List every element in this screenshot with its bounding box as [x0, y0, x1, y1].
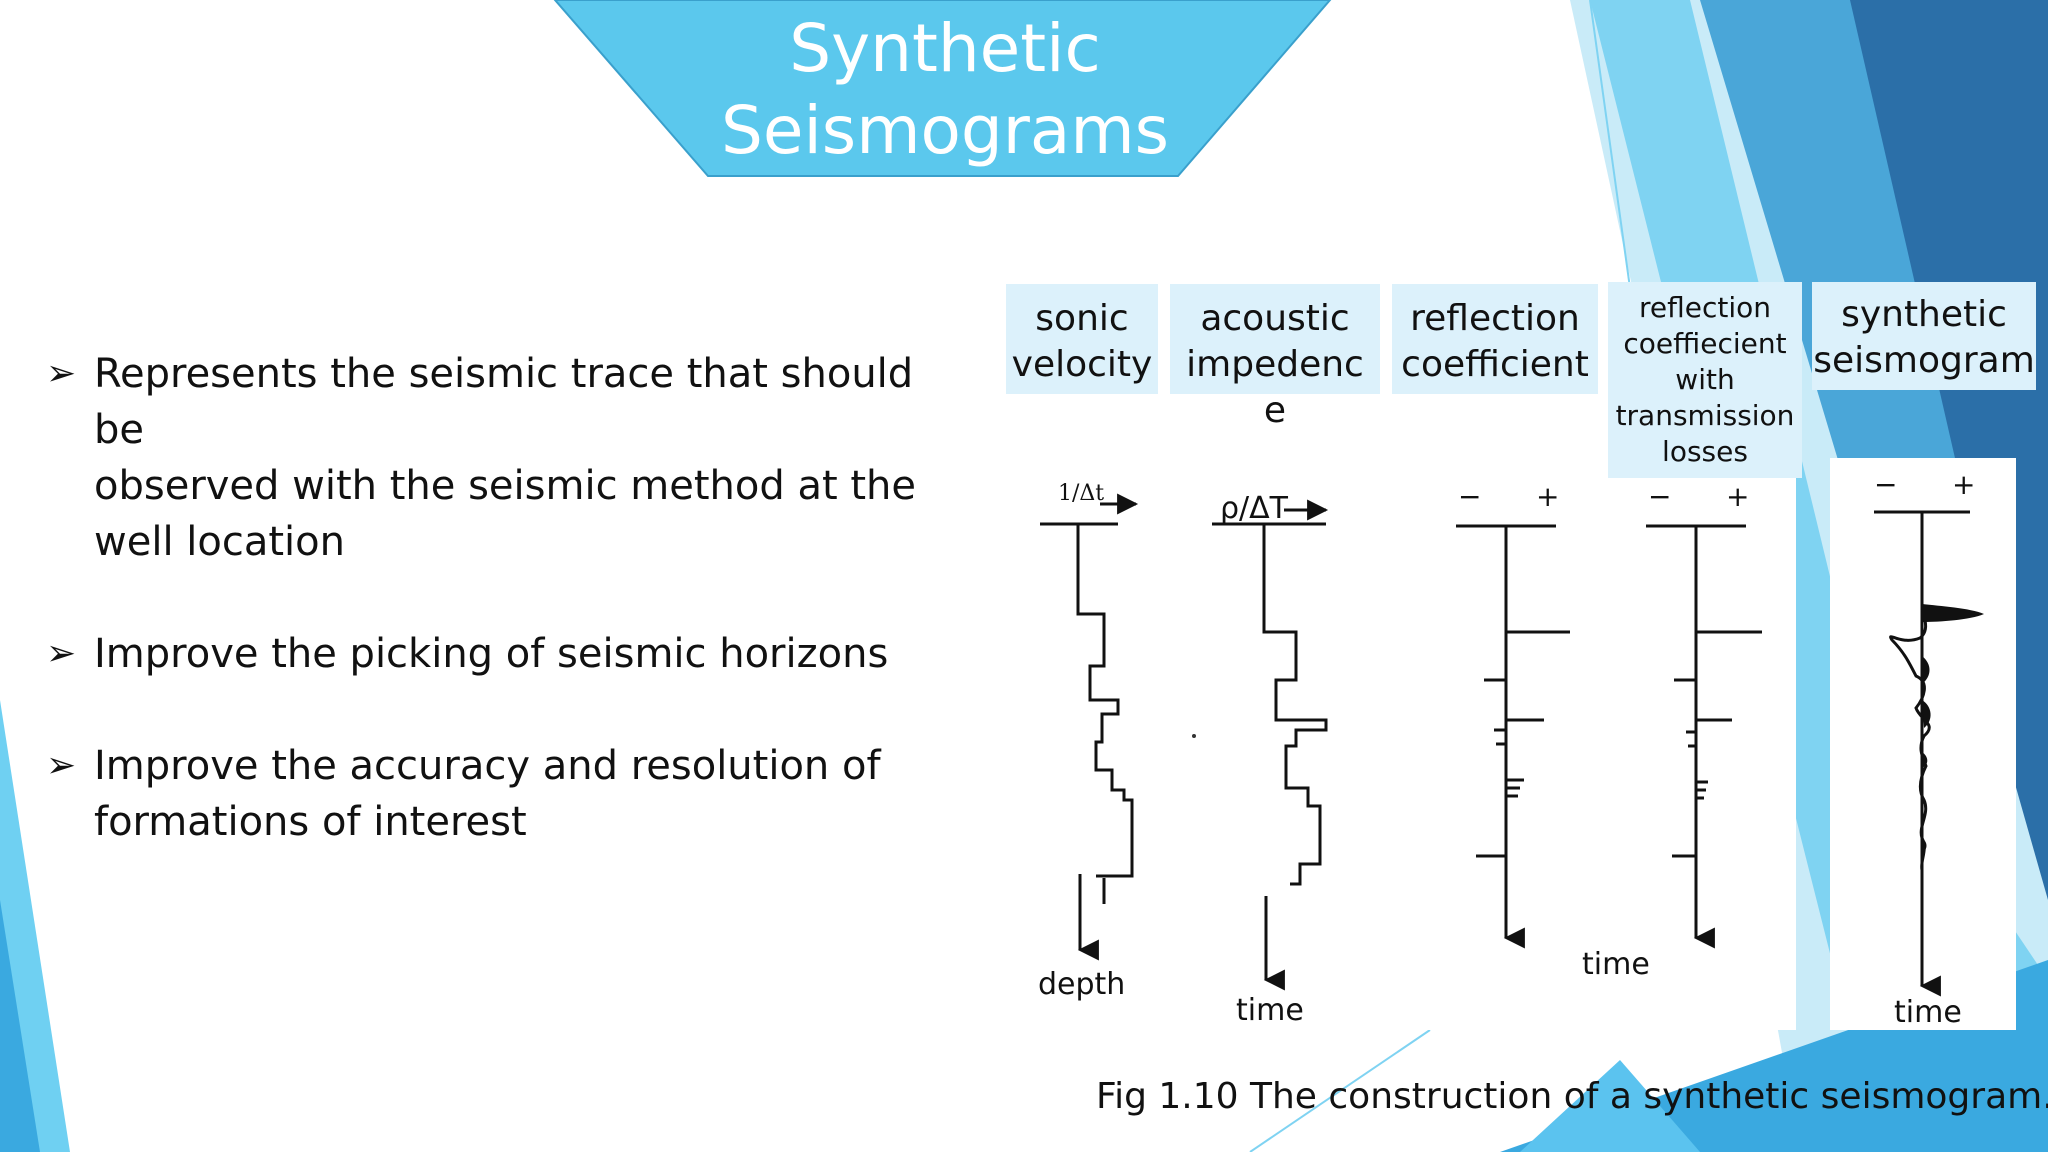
arrow-bullet-icon: ➢ — [46, 633, 77, 674]
bullet-item: ➢ Improve the picking of seismic horizon… — [46, 626, 946, 682]
label-line: coeffiecient — [1623, 327, 1787, 360]
label-line: transmission — [1615, 399, 1795, 432]
label-line: impedenc — [1186, 344, 1364, 385]
column-label-reflection-coefficient: reflection coefficient — [1392, 284, 1598, 394]
seismogram-lobe — [1922, 752, 1928, 768]
plus-sign: + — [1536, 480, 1559, 513]
label-line: acoustic — [1200, 298, 1350, 339]
bullet-list: ➢ Represents the seismic trace that shou… — [46, 346, 946, 906]
label-line: sonic — [1035, 298, 1129, 339]
label-line: velocity — [1011, 344, 1153, 385]
label-line: seismogram — [1813, 340, 2035, 381]
bullet-line: Represents the seismic trace that should… — [94, 351, 914, 453]
impedance-header-label: ρ/ΔT — [1220, 491, 1289, 526]
bullet-line: formations of interest — [94, 799, 527, 845]
title-line-1: Synthetic — [789, 10, 1101, 87]
label-line: with — [1675, 363, 1735, 396]
title-banner — [553, 0, 1332, 177]
figure-caption: Fig 1.10 The construction of a synthetic… — [1096, 1076, 2048, 1117]
page-title: Synthetic Seismograms — [560, 8, 1330, 172]
bullet-item: ➢ Improve the accuracy and resolution of… — [46, 738, 946, 850]
depth-axis-label: depth — [1038, 967, 1125, 1002]
minus-sign: − — [1874, 468, 1897, 501]
minus-sign: − — [1458, 480, 1481, 513]
title-line-2: Seismograms — [720, 92, 1170, 169]
seismogram-lobe — [1922, 838, 1927, 852]
time-axis-label: time — [1894, 995, 1962, 1030]
label-line: e — [1263, 390, 1287, 431]
column-label-reflection-coefficient-transmission: reflection coeffiecient with transmissio… — [1608, 282, 1802, 478]
arrow-bullet-icon: ➢ — [46, 745, 77, 786]
label-line: synthetic — [1841, 294, 2007, 335]
sonic-header-label: 1/Δt — [1058, 481, 1104, 506]
plus-sign: + — [1952, 468, 1975, 501]
label-line: losses — [1662, 435, 1748, 468]
bullet-line: well location — [94, 519, 345, 565]
seismogram-lobe — [1922, 656, 1930, 684]
column-label-synthetic-seismogram: synthetic seismogram — [1812, 282, 2036, 390]
seismogram-lobe — [1922, 604, 1984, 622]
seismogram-lobe — [1922, 700, 1931, 728]
bullet-line: observed with the seismic method at the — [94, 463, 917, 509]
synthetic-seismogram-trace — [1874, 510, 1970, 997]
bullet-line: Improve the picking of seismic horizons — [94, 631, 889, 677]
bullet-item: ➢ Represents the seismic trace that shou… — [46, 346, 946, 570]
reflection-transmission-plot — [1646, 524, 1762, 949]
label-line: reflection — [1410, 298, 1580, 339]
column-label-sonic-velocity: sonic velocity — [1006, 284, 1158, 394]
bullet-line: Improve the accuracy and resolution of — [94, 743, 881, 789]
reflection-coefficient-plot — [1456, 524, 1570, 949]
label-line: reflection — [1638, 291, 1771, 324]
plus-sign: + — [1726, 480, 1749, 513]
sonic-velocity-curve — [1040, 493, 1139, 961]
arrow-bullet-icon: ➢ — [46, 353, 77, 394]
time-axis-label: time — [1236, 993, 1304, 1028]
label-line: coefficient — [1401, 344, 1589, 385]
acoustic-impedance-curve — [1212, 499, 1329, 991]
column-label-acoustic-impedence: acoustic impedenc e — [1170, 284, 1380, 431]
time-axis-label: time — [1582, 947, 1650, 982]
minus-sign: − — [1648, 480, 1671, 513]
